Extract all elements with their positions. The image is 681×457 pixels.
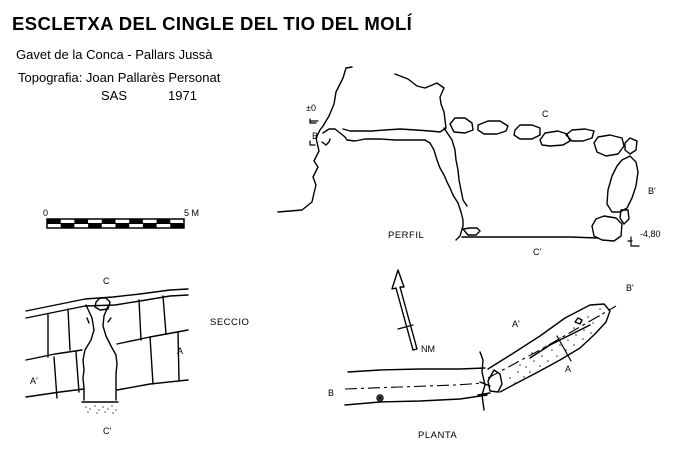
scale-bar: 0 5 M xyxy=(43,208,199,229)
plan-view xyxy=(344,269,611,411)
plan-section-line xyxy=(344,305,617,390)
plan-point-a-prime: A' xyxy=(512,319,520,329)
survey-year: 1971 xyxy=(168,88,197,103)
profile-point-c: C xyxy=(542,109,549,119)
plan-north-label: NM xyxy=(421,344,435,354)
plan-floor-sediment xyxy=(509,308,601,384)
page-title: ESCLETXA DEL CINGLE DEL TIO DEL MOLÍ xyxy=(12,13,413,34)
scale-min-label: 0 xyxy=(43,208,48,218)
profile-level-bottom: -4,80 xyxy=(640,229,661,239)
location-text: Gavet de la Conca - Pallars Jussà xyxy=(16,47,213,62)
profile-level-top: ±0 xyxy=(306,103,316,113)
section-view xyxy=(25,288,189,403)
survey-group: SAS xyxy=(101,88,128,103)
profile-point-c-prime: C' xyxy=(533,247,541,257)
profile-view xyxy=(277,66,640,247)
section-view-label: SECCIO xyxy=(210,317,249,328)
section-point-c: C xyxy=(103,276,110,286)
section-point-c-prime: C' xyxy=(103,426,111,436)
profile-point-b-prime: B' xyxy=(648,186,656,196)
scale-max-label: 5 M xyxy=(184,208,199,218)
north-arrow-icon xyxy=(391,269,418,351)
survey-station-icon xyxy=(376,394,384,402)
plan-point-b: B xyxy=(328,388,334,398)
survey-credit: Topografia: Joan Pallarès Personat xyxy=(18,70,221,85)
section-floor-sediment xyxy=(85,405,117,414)
profile-view-label: PERFIL xyxy=(388,230,424,241)
profile-point-b: B xyxy=(312,131,318,141)
plan-point-b-prime: B' xyxy=(626,283,634,293)
section-point-a-prime: A' xyxy=(30,376,38,386)
section-point-a: A xyxy=(177,346,183,356)
plan-point-a: A xyxy=(565,364,571,374)
plan-view-label: PLANTA xyxy=(418,430,457,441)
